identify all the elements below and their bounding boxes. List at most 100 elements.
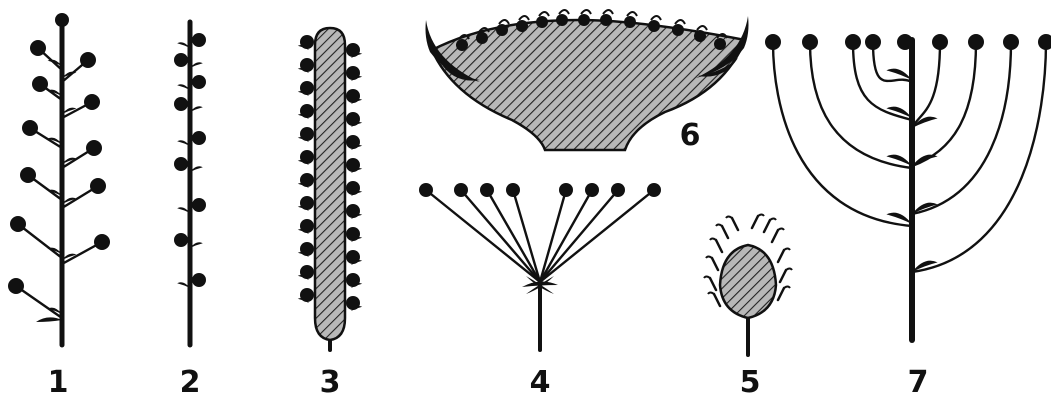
flower: [30, 40, 46, 56]
label-7: 7: [908, 365, 929, 400]
flower: [174, 97, 188, 111]
ray: [426, 190, 540, 282]
petal-curl: [697, 26, 707, 30]
flower: [80, 52, 96, 68]
bract-tip: [704, 277, 710, 279]
flower: [476, 32, 488, 44]
pedicel: [16, 286, 62, 318]
flower: [174, 157, 188, 171]
flower: [624, 16, 636, 28]
flower: [648, 20, 660, 32]
label-6: 6: [680, 118, 701, 153]
bract: [752, 216, 758, 228]
branch-right: [912, 42, 976, 166]
diagram-3-spadix: [298, 28, 362, 350]
ray: [540, 190, 618, 282]
bract: [778, 250, 784, 262]
flower: [192, 75, 206, 89]
bract: [886, 69, 912, 80]
branch-right: [912, 42, 1011, 214]
flower: [585, 183, 599, 197]
bract: [722, 226, 728, 238]
flower: [419, 183, 433, 197]
flower: [845, 34, 861, 50]
flower: [480, 183, 494, 197]
diagram-5-head: [704, 215, 792, 356]
petal-curl: [675, 20, 685, 24]
bract-tip: [784, 249, 790, 251]
ray: [461, 190, 540, 282]
flower: [1038, 34, 1051, 50]
petal-curl: [559, 10, 569, 14]
ray: [487, 190, 540, 282]
flower: [20, 167, 36, 183]
flower: [536, 16, 548, 28]
flower: [559, 183, 573, 197]
flower: [456, 39, 468, 51]
petal-curl: [603, 10, 613, 14]
bract-tip: [706, 257, 712, 259]
flower: [865, 34, 881, 50]
flower: [192, 33, 206, 47]
bract-tip: [716, 225, 722, 227]
label-4: 4: [530, 365, 551, 400]
flower: [496, 24, 508, 36]
label-5: 5: [740, 365, 761, 400]
flower: [192, 131, 206, 145]
bract-tip: [726, 217, 732, 219]
flower: [647, 183, 661, 197]
diagram-1-raceme: [8, 13, 110, 345]
diagram-4-umbel: [419, 183, 661, 350]
flower: [802, 34, 818, 50]
flower: [556, 14, 568, 26]
petal-curl: [519, 16, 529, 20]
bract: [780, 270, 786, 282]
flower: [8, 278, 24, 294]
flower: [578, 14, 590, 26]
ray: [513, 190, 540, 282]
flower: [1003, 34, 1019, 50]
flower: [968, 34, 984, 50]
flower: [84, 94, 100, 110]
flower: [22, 120, 38, 136]
bract-tip: [758, 215, 764, 217]
flower: [506, 183, 520, 197]
bract-tip: [710, 239, 716, 241]
flower: [86, 140, 102, 156]
diagram-7-corymb: [765, 34, 1051, 340]
flower: [10, 216, 26, 232]
label-2: 2: [180, 365, 201, 400]
ray: [540, 190, 654, 282]
bract: [714, 294, 720, 306]
flower: [94, 234, 110, 250]
flower: [672, 24, 684, 36]
ray: [540, 190, 592, 282]
bract: [710, 278, 716, 290]
flower: [714, 38, 726, 50]
label-3: 3: [320, 365, 341, 400]
flower: [192, 273, 206, 287]
bract-tip: [770, 219, 776, 221]
flower: [32, 76, 48, 92]
diagram-2-spike: [174, 22, 206, 345]
bract: [764, 220, 770, 232]
label-1: 1: [48, 365, 69, 400]
flower: [454, 183, 468, 197]
bract-tip: [784, 287, 790, 289]
petal-curl: [651, 16, 661, 20]
flower: [90, 178, 106, 194]
flower: [765, 34, 781, 50]
bract-tip: [708, 293, 714, 295]
flower: [694, 30, 706, 42]
bract: [778, 288, 784, 300]
flower: [174, 53, 188, 67]
bract-tip: [778, 229, 784, 231]
petal-curl: [499, 20, 509, 24]
bract: [716, 240, 722, 252]
branch-left: [810, 42, 912, 168]
branch-right: [912, 42, 940, 128]
bract: [772, 230, 778, 242]
flower: [932, 34, 948, 50]
flower: [600, 14, 612, 26]
